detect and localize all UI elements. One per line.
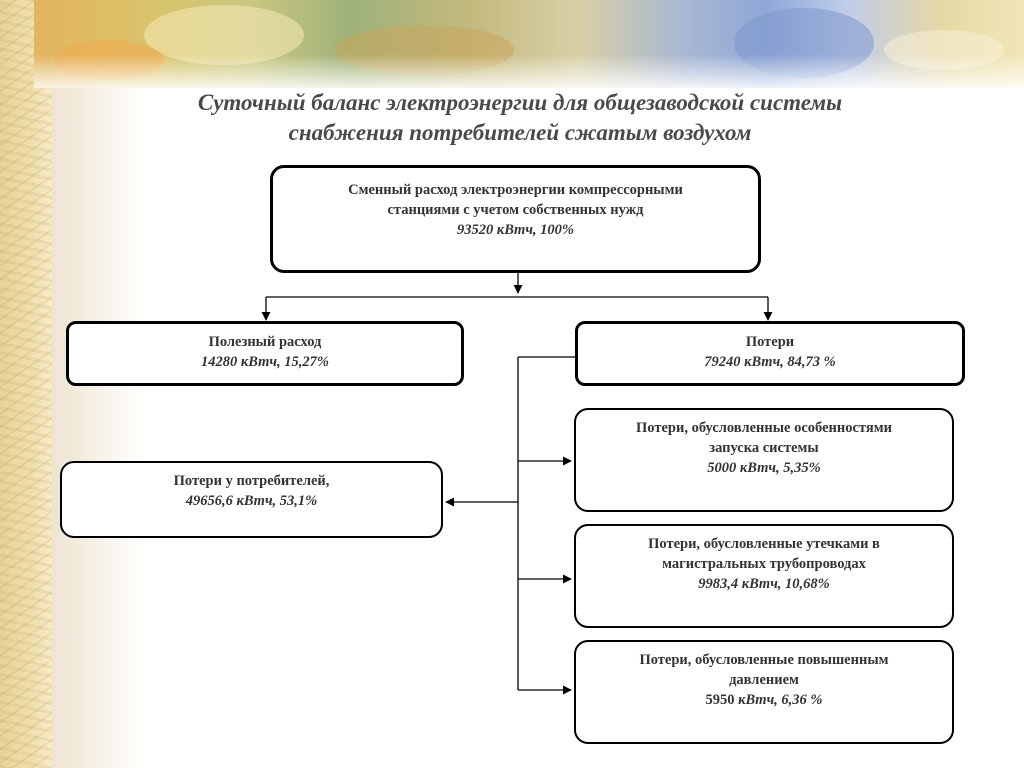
root-value: 93520 кВтч, 100% xyxy=(273,220,758,240)
useful-value: 14280 кВтч, 15,27% xyxy=(69,352,461,372)
pressure-losses-label-1: Потери, обусловленные повышенным xyxy=(576,650,952,670)
leak-losses-value: 9983,4 кВтч, 10,68% xyxy=(576,574,952,594)
pressure-losses-value: 5950 кВтч, 6,36 % xyxy=(576,690,952,710)
useful-node: Полезный расход 14280 кВтч, 15,27% xyxy=(66,321,464,386)
losses-node: Потери 79240 кВтч, 84,73 % xyxy=(575,321,965,386)
losses-label: Потери xyxy=(578,332,962,352)
consumer-losses-node: Потери у потребителей, 49656,6 кВтч, 53,… xyxy=(60,461,443,538)
pressure-losses-label-2: давлением xyxy=(576,670,952,690)
leak-losses-node: Потери, обусловленные утечками в магистр… xyxy=(574,524,954,628)
consumer-losses-label: Потери у потребителей, xyxy=(62,471,441,491)
pressure-losses-node: Потери, обусловленные повышенным давлени… xyxy=(574,640,954,744)
leak-losses-label-2: магистральных трубопроводах xyxy=(576,554,952,574)
useful-label: Полезный расход xyxy=(69,332,461,352)
root-label-1: Сменный расход электроэнергии компрессор… xyxy=(273,180,758,200)
pressure-losses-value-number: 5950 xyxy=(705,692,734,708)
leak-losses-label-1: Потери, обусловленные утечками в xyxy=(576,534,952,554)
root-node: Сменный расход электроэнергии компрессор… xyxy=(270,165,761,273)
startup-losses-label-2: запуска системы xyxy=(576,438,952,458)
startup-losses-value: 5000 кВтч, 5,35% xyxy=(576,458,952,478)
consumer-losses-value: 49656,6 кВтч, 53,1% xyxy=(62,491,441,511)
startup-losses-node: Потери, обусловленные особенностями запу… xyxy=(574,408,954,512)
losses-value: 79240 кВтч, 84,73 % xyxy=(578,352,962,372)
startup-losses-label-1: Потери, обусловленные особенностями xyxy=(576,418,952,438)
pressure-losses-value-rest: кВтч, 6,36 % xyxy=(734,692,822,708)
root-label-2: станциями с учетом собственных нужд xyxy=(273,200,758,220)
